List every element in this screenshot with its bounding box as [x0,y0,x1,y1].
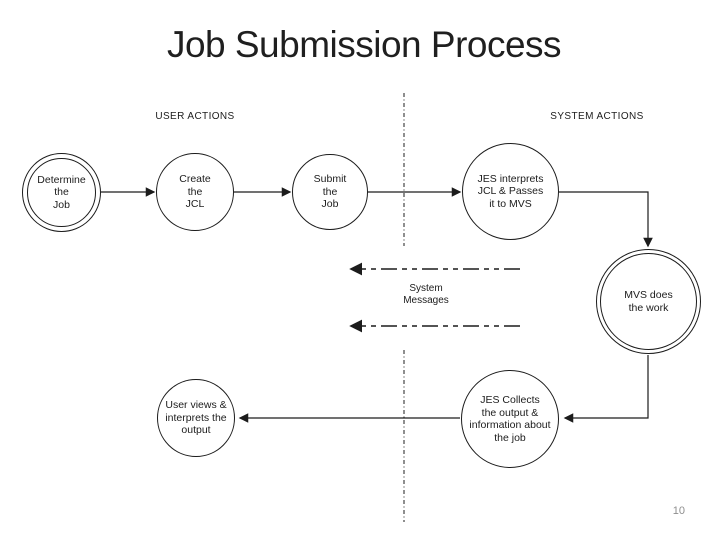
node-jes-collects-output: JES Collects the output & information ab… [461,370,559,468]
node-mvs-does-the-work-label: MVS does the work [624,289,673,314]
system-messages-label: System Messages [403,283,449,306]
node-submit-the-job: Submit the Job [292,154,368,230]
node-jes-interprets-label: JES interprets JCL & Passes it to MVS [477,172,544,210]
page-number: 10 [672,505,685,517]
lane-label-system-actions: SYSTEM ACTIONS [550,111,644,122]
node-jes-interprets: JES interprets JCL & Passes it to MVS [462,143,559,240]
slide-title: Job Submission Process [166,24,562,65]
node-determine-the-job-label: Determine the Job [37,173,86,211]
node-create-the-jcl: Create the JCL [156,153,234,231]
node-user-views-output-label: User views & interprets the output [165,399,227,437]
arrow-mvs-to-jes-collects [563,355,649,423]
node-create-the-jcl-label: Create the JCL [179,173,211,211]
node-submit-the-job-label: Submit the Job [313,173,347,211]
lane-label-user-actions: USER ACTIONS [155,111,235,122]
arrow-jes-interprets-to-mvs [559,191,653,248]
node-user-views-output: User views & interprets the output [157,379,235,457]
node-jes-collects-output-label: JES Collects the output & information ab… [469,394,551,444]
node-mvs-does-the-work: MVS does the work [596,249,701,354]
node-determine-the-job: Determine the Job [22,153,101,232]
